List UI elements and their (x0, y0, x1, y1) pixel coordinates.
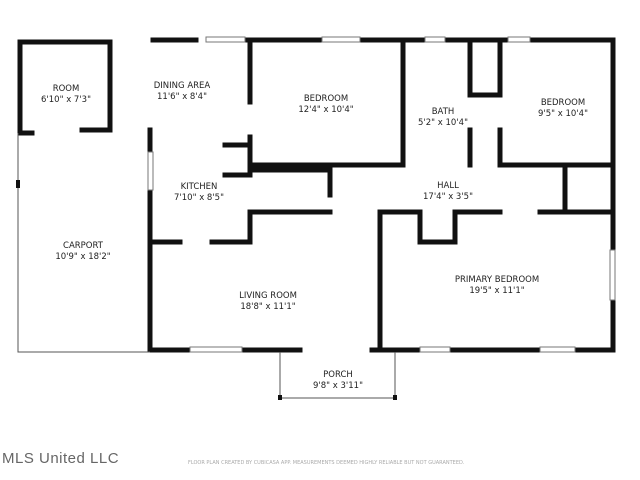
primary-dims: 19'5" x 11'1" (469, 286, 524, 296)
hall-dims: 17'4" x 3'5" (423, 192, 473, 202)
carport-dims: 10'9" x 18'2" (55, 252, 110, 262)
brand-watermark: MLS United LLC (2, 450, 120, 467)
carport-outline (16, 133, 150, 353)
porch-dims: 9'8" x 3'11" (313, 381, 363, 391)
room-name: ROOM (53, 84, 80, 94)
bedroom2-dims: 9'5" x 10'4" (538, 109, 588, 119)
porch-outline (278, 352, 397, 400)
walls (17, 37, 616, 353)
living-name: LIVING ROOM (239, 291, 297, 301)
bedroom1-name: BEDROOM (304, 94, 348, 104)
carport-name: CARPORT (63, 241, 104, 251)
dining-name: DINING AREA (154, 81, 211, 91)
primary-name: PRIMARY BEDROOM (455, 275, 539, 285)
bath-dims: 5'2" x 10'4" (418, 118, 468, 128)
living-dims: 18'8" x 11'1" (240, 302, 295, 312)
kitchen-name: KITCHEN (181, 182, 218, 192)
disclaimer: FLOOR PLAN CREATED BY CUBICASA APP. MEAS… (188, 460, 465, 466)
hall-name: HALL (437, 181, 459, 191)
kitchen-dims: 7'10" x 8'5" (174, 193, 224, 203)
dining-dims: 11'6" x 8'4" (157, 92, 207, 102)
room-dims: 6'10" x 7'3" (41, 95, 91, 105)
bedroom1-dims: 12'4" x 10'4" (298, 105, 353, 115)
bedroom2-name: BEDROOM (541, 98, 585, 108)
bath-name: BATH (432, 107, 455, 117)
windows (147, 36, 616, 353)
porch-name: PORCH (323, 370, 353, 380)
